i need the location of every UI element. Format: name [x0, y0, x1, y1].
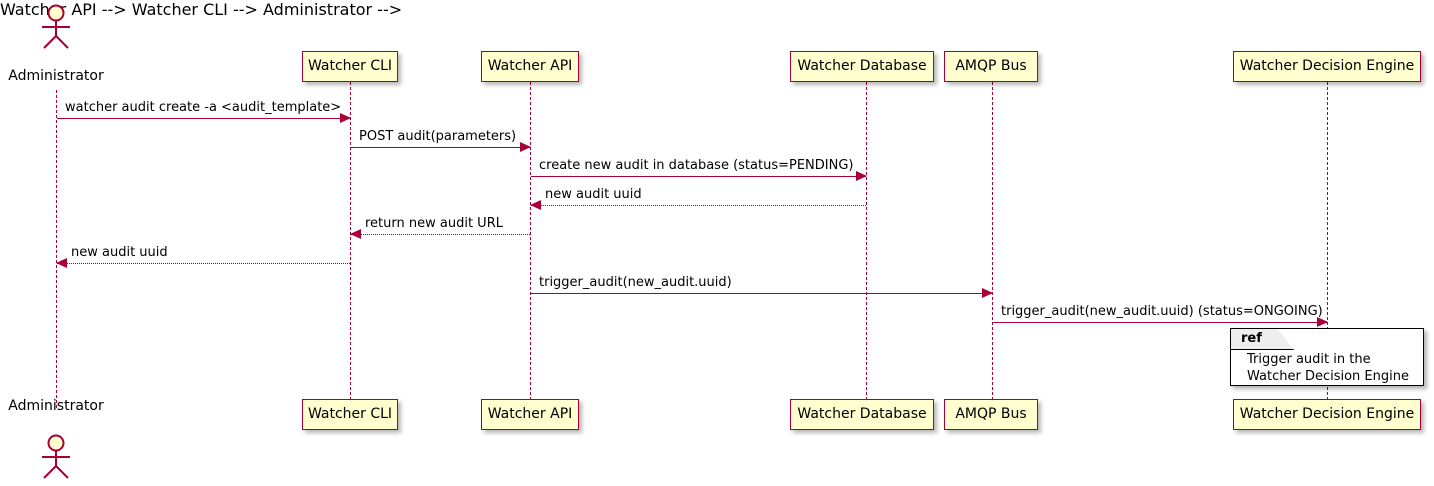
participant-watcher-decision-engine-top[interactable]: Watcher Decision Engine — [1233, 51, 1421, 82]
arrowhead-right-icon — [1317, 317, 1328, 327]
message-label: watcher audit create -a <audit_template> — [65, 100, 342, 115]
ref-fragment-tab-label: ref — [1241, 331, 1262, 346]
lifeline-amqp-bus — [992, 82, 993, 400]
participant-watcher-cli-bottom[interactable]: Watcher CLI — [302, 399, 398, 430]
participant-amqp-bus-top[interactable]: AMQP Bus — [944, 51, 1038, 82]
arrowhead-right-icon — [982, 288, 993, 298]
message-label: new audit uuid — [545, 187, 642, 202]
lifeline-administrator — [56, 90, 57, 408]
participant-watcher-database-top[interactable]: Watcher Database — [790, 51, 934, 82]
stick-figure-icon — [42, 4, 70, 49]
lifeline-watcher-cli — [350, 82, 351, 400]
participant-watcher-api-top[interactable]: Watcher API — [481, 51, 579, 82]
arrowhead-right-icon — [340, 113, 351, 123]
message-label: trigger_audit(new_audit.uuid) — [539, 275, 732, 290]
lifeline-watcher-database — [866, 82, 867, 400]
message-line — [531, 205, 866, 206]
arrowhead-right-icon — [520, 142, 531, 152]
participant-watcher-database-bottom[interactable]: Watcher Database — [790, 399, 934, 430]
ref-fragment-line-2: Watcher Decision Engine — [1247, 369, 1409, 384]
stick-figure-icon — [42, 434, 70, 479]
lifeline-watcher-decision-engine — [1327, 82, 1328, 400]
participant-watcher-cli-top[interactable]: Watcher CLI — [302, 51, 398, 82]
lifeline-watcher-api — [530, 82, 531, 400]
message-line — [531, 293, 992, 294]
ref-fragment[interactable]: ref Trigger audit in the Watcher Decisio… — [1230, 328, 1424, 386]
message-label: new audit uuid — [71, 245, 168, 260]
message-label: POST audit(parameters) — [359, 129, 517, 144]
message-line — [57, 263, 350, 264]
message-label: trigger_audit(new_audit.uuid) (status=ON… — [1001, 304, 1323, 319]
message-line — [993, 322, 1327, 323]
message-line — [57, 118, 350, 119]
participant-watcher-decision-engine-bottom[interactable]: Watcher Decision Engine — [1233, 399, 1421, 430]
message-line — [351, 147, 530, 148]
actor-label-administrator-bottom: Administrator — [8, 398, 104, 414]
arrowhead-left-icon — [350, 229, 361, 239]
message-label: return new audit URL — [365, 216, 503, 231]
actor-label-administrator-top: Administrator — [8, 68, 104, 84]
ref-fragment-line-1: Trigger audit in the — [1247, 352, 1371, 367]
participant-amqp-bus-bottom[interactable]: AMQP Bus — [944, 399, 1038, 430]
actor-administrator-bottom — [34, 434, 78, 480]
arrowhead-left-icon — [530, 200, 541, 210]
participant-watcher-api-bottom[interactable]: Watcher API — [481, 399, 579, 430]
message-label: create new audit in database (status=PEN… — [539, 158, 854, 173]
message-line — [531, 176, 866, 177]
arrowhead-left-icon — [56, 258, 67, 268]
arrowhead-right-icon — [856, 171, 867, 181]
message-line — [351, 234, 530, 235]
actor-administrator-top — [34, 4, 78, 50]
